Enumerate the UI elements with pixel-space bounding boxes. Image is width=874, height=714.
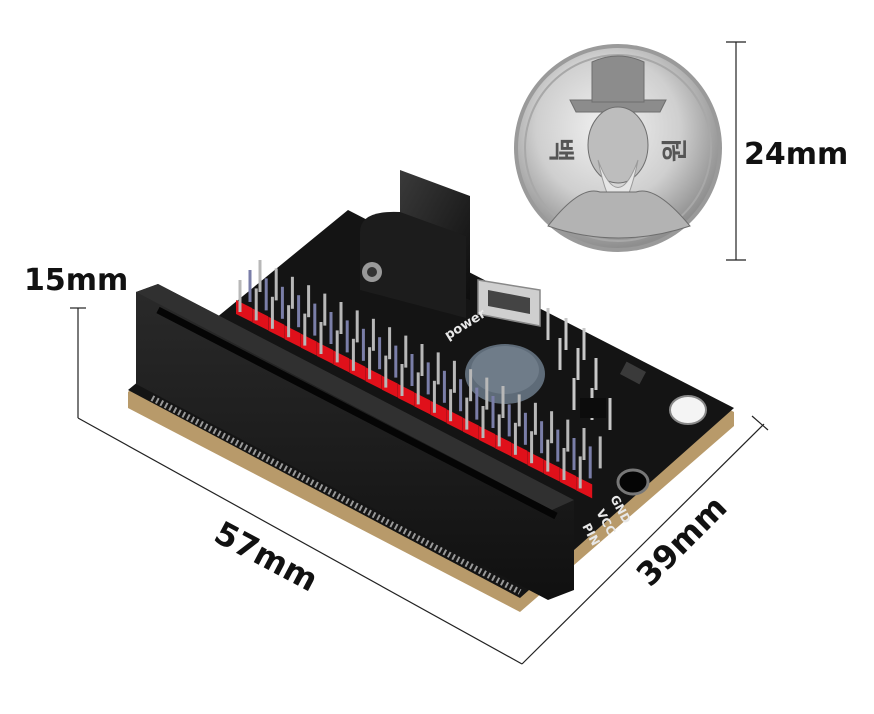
dimension-height: 15mm [24, 263, 128, 298]
dimension-width: 39mm [629, 488, 735, 594]
dc-jack [360, 170, 470, 318]
dimension-length: 57mm [208, 514, 324, 600]
smd-component [620, 361, 646, 385]
coin-portrait [547, 55, 691, 239]
dimension-lines [70, 41, 769, 665]
coin-text-right: 원 [661, 138, 691, 162]
pin-header-row [236, 260, 602, 499]
mounting-hole [669, 395, 707, 425]
micro-usb-port [477, 279, 541, 327]
expansion-board: power GND VCC PIN [128, 170, 734, 612]
dimension-coin-diameter: 24mm [744, 137, 848, 172]
jumper-header [546, 308, 612, 430]
coin: 백 원 [514, 44, 722, 252]
coin-text-left: 백 [545, 138, 575, 162]
mounting-hole [616, 468, 650, 496]
edge-connector [136, 284, 574, 600]
jumper-cap [580, 398, 606, 418]
